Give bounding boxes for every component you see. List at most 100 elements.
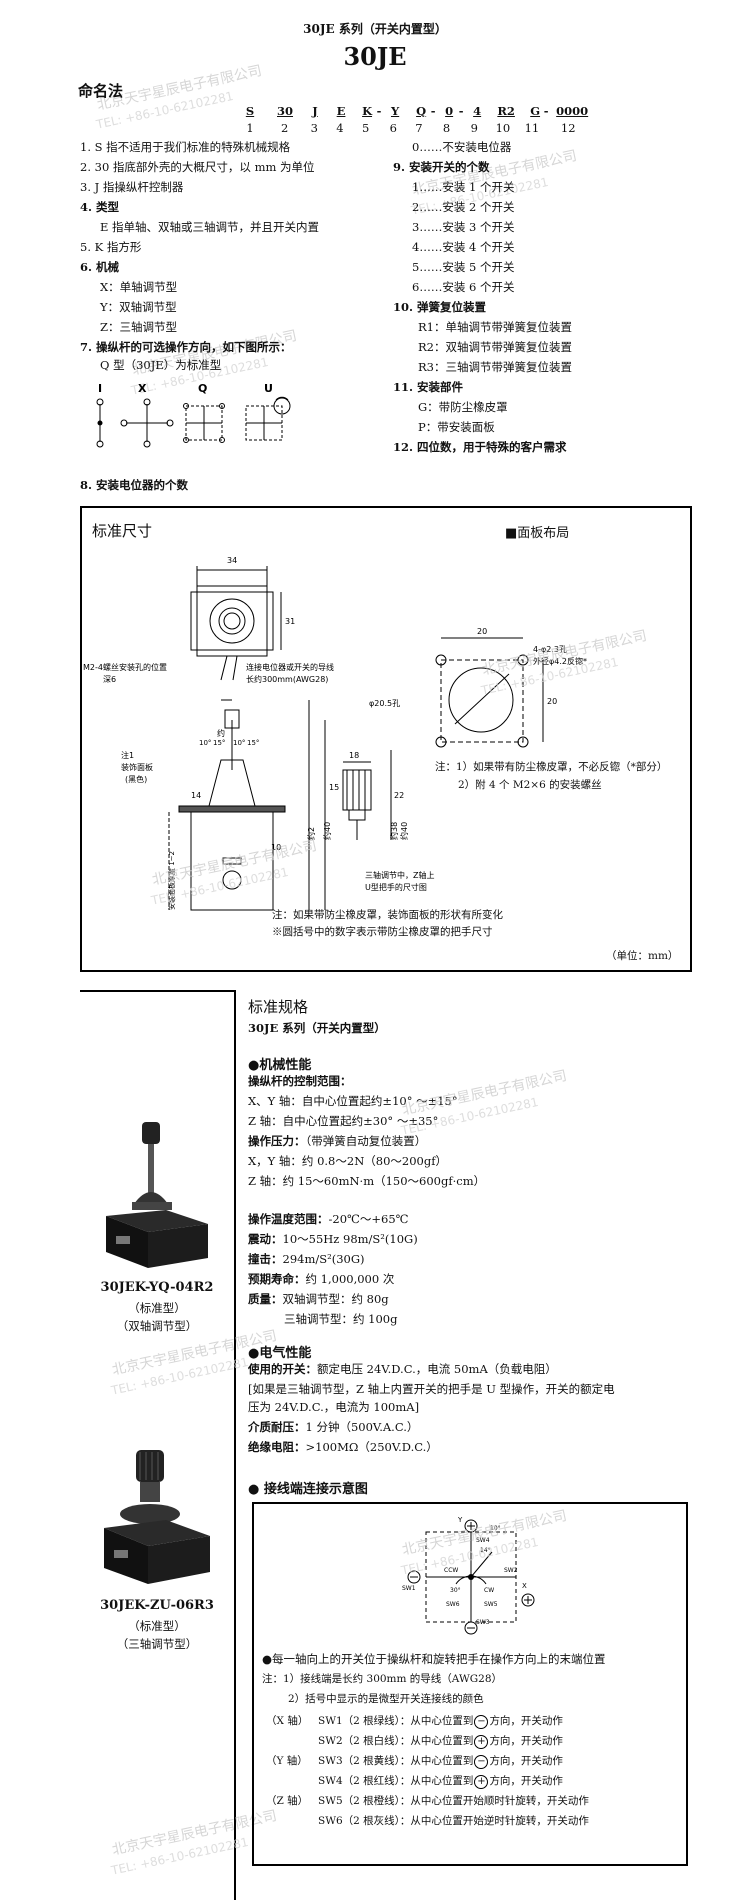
code-part: 30 bbox=[277, 104, 294, 118]
shock-label: 撞击： bbox=[248, 1252, 283, 1266]
naming-item: 3……安装 3 个开关 bbox=[412, 220, 515, 234]
switch-tail: 方向，开关动作 bbox=[489, 1775, 563, 1787]
code-part: K bbox=[362, 104, 373, 118]
hole-note-2: 外径φ4.2反锪* bbox=[533, 656, 587, 666]
naming-item: Q 型（30JE）为标准型 bbox=[100, 358, 222, 372]
product-type: （标准型） bbox=[128, 1301, 186, 1315]
dimension-title: 标准尺寸 bbox=[92, 522, 153, 540]
code-position: 3 bbox=[310, 121, 318, 135]
code-part: 0000 bbox=[556, 104, 589, 118]
force-note: （带弹簧自动复位装置） bbox=[305, 1134, 427, 1148]
mech-title: ●机械性能 bbox=[248, 1058, 312, 1073]
code-position: 11 bbox=[524, 121, 540, 135]
dim-22: 22 bbox=[394, 791, 404, 800]
sw4-label: SW4 bbox=[476, 1537, 490, 1544]
switch-label: 使用的开关： bbox=[248, 1362, 317, 1376]
naming-item: 7. 操纵杆的可选操作方向，如下图所示： bbox=[80, 340, 292, 354]
force-z: Z 轴：约 15～60mN·m（150～600gf·cm） bbox=[248, 1174, 486, 1188]
vibration-value: 10～55Hz 98m/S²(10G) bbox=[282, 1232, 418, 1246]
dim-15: 15 bbox=[329, 783, 339, 792]
naming-item: X：单轴调节型 bbox=[100, 280, 178, 294]
product-axis: （双轴调节型） bbox=[116, 1319, 198, 1333]
dielectric-value: 1 分钟（500V.A.C.） bbox=[305, 1420, 419, 1434]
angle-d: 15° bbox=[247, 739, 259, 747]
elec-title: ●电气性能 bbox=[248, 1346, 312, 1361]
code-part: Q bbox=[416, 104, 427, 118]
wiring-title: ● 接线端连接示意图 bbox=[248, 1482, 368, 1497]
wiring-diagram: Y X SW1 SW2 SW3 SW4 SW5 SW6 CCW CW 10° 1… bbox=[402, 1516, 535, 1635]
height-left-2: 约40 bbox=[322, 822, 332, 840]
wiring-row: （Z 轴）SW5（2 根橙线）：从中心位置开始顺时针旋转，开关动作 bbox=[266, 1794, 589, 1808]
direction-diagram: I X Q U bbox=[96, 382, 291, 448]
code-sep: - bbox=[376, 104, 382, 118]
naming-item: 12. 四位数，用于特殊的客户需求 bbox=[393, 440, 567, 454]
naming-item: R2：双轴调节带弹簧复位装置 bbox=[418, 340, 572, 354]
vibration-label: 震动： bbox=[248, 1232, 283, 1246]
angle-about: 约 bbox=[217, 728, 225, 738]
axis-y-label: Y bbox=[457, 1516, 463, 1524]
page-title: 30JE bbox=[343, 42, 407, 71]
wiring-row: SW6（2 根灰线）：从中心位置开始逆时针旋转，开关动作 bbox=[266, 1814, 589, 1828]
bottom-note-2: ※圆括号中的数字表示带防尘橡皮罩的把手尺寸 bbox=[272, 926, 493, 938]
minus-circle-icon: − bbox=[474, 1755, 489, 1769]
naming-item: Y：双轴调节型 bbox=[100, 300, 177, 314]
naming-item: 1……安装 1 个开关 bbox=[412, 180, 515, 194]
direction-label-u: U bbox=[264, 382, 273, 395]
vibration-row: 震动：10～55Hz 98m/S²(10G) bbox=[248, 1232, 418, 1246]
wiring-box bbox=[252, 1502, 688, 1866]
naming-item: 1. S 指不适用于我们标准的特殊机械规格 bbox=[80, 140, 291, 154]
series-header: 30JE 系列（开关内置型） bbox=[303, 22, 447, 36]
axis-label: （Z 轴） bbox=[266, 1795, 309, 1807]
u-handle-note: 三轴调节中，Z轴上 bbox=[365, 870, 434, 880]
dim-10: 10 bbox=[271, 843, 281, 852]
naming-item: R1：单轴调节带弹簧复位装置 bbox=[418, 320, 572, 334]
product-type: （标准型） bbox=[128, 1619, 186, 1633]
wiring-row: （X 轴）SW1（2 根绿线）：从中心位置到−方向，开关动作 bbox=[266, 1714, 563, 1729]
switch-value: 额定电压 24V.D.C.，电流 50mA（负载电阻） bbox=[317, 1362, 557, 1376]
panel-note-2: 2）附 4 个 M2×6 的安装螺丝 bbox=[458, 779, 602, 791]
force-label: 操作压力： bbox=[248, 1134, 306, 1148]
lead-label: 连接电位器或开关的导线 bbox=[246, 662, 334, 672]
plus-circle-icon: + bbox=[474, 1735, 489, 1749]
switch-tail: 方向，开关动作 bbox=[489, 1755, 563, 1767]
height-right-2: 约40 bbox=[399, 822, 409, 840]
dim-20-side: 20 bbox=[547, 697, 557, 706]
switch-note-1: [如果是三轴调节型，Z 轴上内置开关的把手是 U 型操作，开关的额定电 bbox=[248, 1382, 615, 1396]
switch-desc: SW6（2 根灰线）：从中心位置开始逆时针旋转，开关动作 bbox=[318, 1815, 589, 1827]
naming-title: 命名法 bbox=[78, 82, 124, 100]
switch-desc: SW1（2 根绿线）：从中心位置到 bbox=[318, 1715, 474, 1727]
code-position: 1 bbox=[246, 121, 254, 135]
wiring-row: （Y 轴）SW3（2 根黄线）：从中心位置到−方向，开关动作 bbox=[266, 1754, 563, 1769]
code-part: E bbox=[336, 104, 346, 118]
switch-desc: SW4（2 根红线）：从中心位置到 bbox=[318, 1775, 474, 1787]
code-position: 2 bbox=[280, 121, 289, 135]
naming-item: 0……不安装电位器 bbox=[412, 140, 512, 154]
axis-x-label: X bbox=[522, 1582, 527, 1590]
code-part: S bbox=[245, 104, 255, 118]
mass-row: 质量：双轴调节型：约 80g bbox=[248, 1292, 389, 1306]
dim-18: 18 bbox=[349, 751, 359, 760]
naming-item: 11. 安装部件 bbox=[393, 380, 464, 394]
naming-item: P：带安装面板 bbox=[418, 420, 495, 434]
dielectric-row: 介质耐压：1 分钟（500V.A.C.） bbox=[248, 1420, 418, 1434]
direction-label-q: Q bbox=[198, 382, 207, 395]
code-position: 4 bbox=[336, 121, 344, 135]
dim-31: 31 bbox=[285, 617, 295, 626]
hole-note: 4-φ2.3孔 bbox=[533, 645, 567, 654]
shock-row: 撞击：294m/S²(30G) bbox=[248, 1252, 365, 1266]
naming-item: 9. 安装开关的个数 bbox=[393, 160, 490, 174]
axis-label: （Y 轴） bbox=[266, 1755, 308, 1767]
switch-note-2: 压为 24V.D.C.，电流为 100mA] bbox=[248, 1400, 420, 1414]
naming-item: 5. K 指方形 bbox=[80, 240, 142, 254]
naming-item: G：带防尘橡皮罩 bbox=[418, 400, 508, 414]
wiring-note-2: 2）括号中显示的是微型开关连接线的颜色 bbox=[288, 1693, 484, 1705]
code-part: J bbox=[312, 104, 318, 118]
minus-circle-icon: − bbox=[474, 1715, 489, 1729]
range-label: 操纵杆的控制范围： bbox=[248, 1074, 352, 1088]
code-position: 9 bbox=[470, 121, 478, 135]
naming-item: 6. 机械 bbox=[80, 260, 120, 274]
code-position: 10 bbox=[495, 121, 511, 135]
angle-a: 10° bbox=[199, 739, 211, 747]
code-sep: - bbox=[430, 104, 436, 118]
spec-title: 标准规格 bbox=[248, 998, 309, 1016]
